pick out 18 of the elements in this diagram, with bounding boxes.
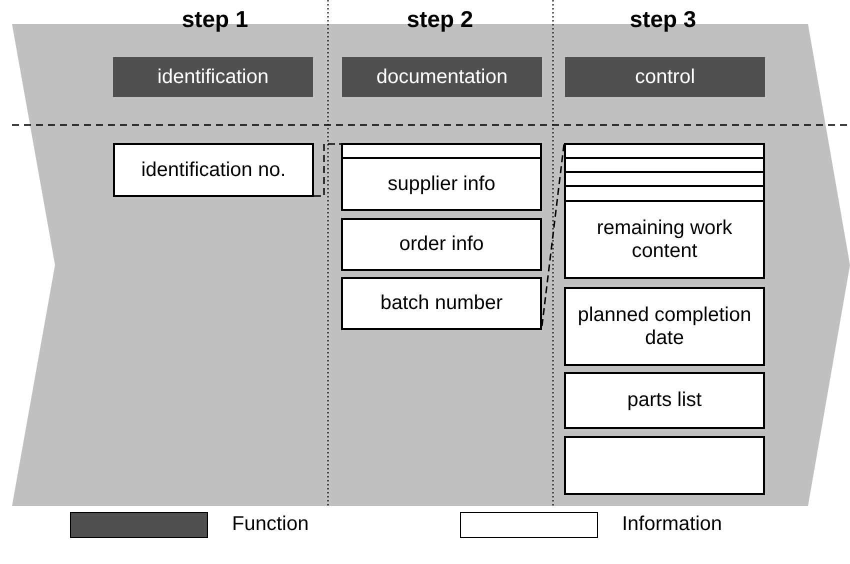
empty-box: [564, 436, 765, 495]
information-box: parts list: [564, 372, 765, 429]
function-box: identification: [113, 57, 313, 97]
function-box: documentation: [342, 57, 542, 97]
step-heading: step 3: [628, 6, 698, 33]
information-box: identification no.: [113, 143, 314, 197]
information-box: batch number: [341, 277, 542, 330]
function-box: control: [565, 57, 765, 97]
legend-label: Function: [232, 513, 309, 536]
legend-label: Information: [622, 513, 722, 536]
dashed-connector: [541, 144, 565, 326]
information-box: planned completion date: [564, 287, 765, 366]
dashed-connector: [314, 143, 341, 197]
information-box: remaining work content: [564, 200, 765, 279]
information-box: supplier info: [341, 157, 542, 211]
step-heading: step 2: [406, 6, 474, 33]
information-box: order info: [341, 218, 542, 271]
step-heading: step 1: [180, 6, 250, 33]
